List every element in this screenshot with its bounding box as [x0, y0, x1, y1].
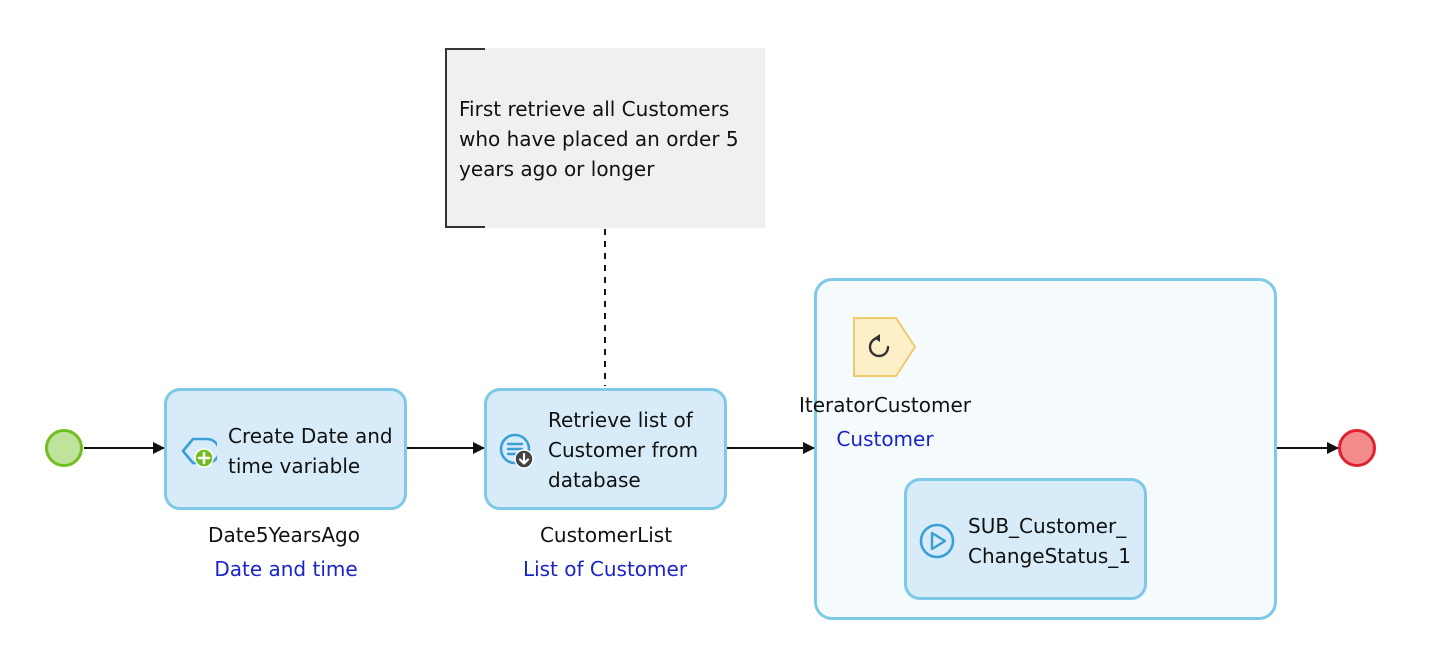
loop-iterator-type: Customer: [836, 427, 934, 451]
end-event[interactable]: [1338, 429, 1376, 467]
sub-microflow-label: SUB_Customer_ChangeStatus_1: [968, 514, 1132, 568]
loop-iterator-icon: [853, 317, 917, 377]
retrieve-output-name: CustomerList: [539, 523, 673, 547]
database-retrieve-icon: [499, 433, 534, 469]
play-icon: [919, 523, 955, 559]
create-variable-output-name: Date5YearsAgo: [208, 523, 360, 547]
create-variable-label: Create Date and time variable: [228, 424, 393, 478]
annotation-bracket: [445, 48, 485, 228]
loop-iterator-name: IteratorCustomer: [799, 393, 971, 417]
annotation[interactable]: First retrieve all Customers who have pl…: [445, 48, 765, 228]
sub-microflow-call-activity[interactable]: SUB_Customer_ChangeStatus_1: [904, 478, 1147, 600]
start-event[interactable]: [45, 429, 83, 467]
create-variable-output-type: Date and time: [214, 557, 358, 581]
retrieve-activity[interactable]: Retrieve list of Customer from database: [484, 388, 727, 510]
retrieve-label: Retrieve list of Customer from database: [548, 408, 699, 492]
create-variable-icon: [181, 437, 217, 468]
annotation-text: First retrieve all Customers who have pl…: [459, 97, 739, 181]
retrieve-output-type: List of Customer: [522, 557, 688, 581]
create-variable-activity[interactable]: Create Date and time variable: [164, 388, 407, 510]
